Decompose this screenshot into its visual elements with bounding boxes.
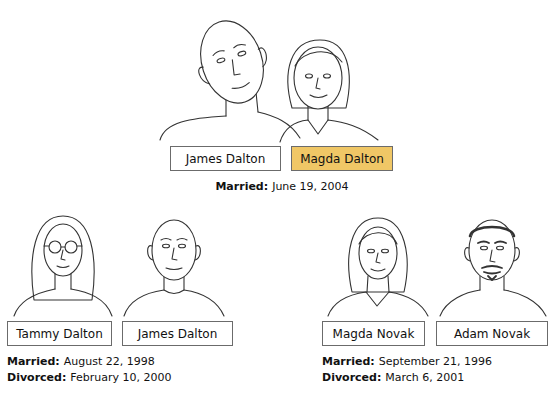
name-box: Magda Novak: [322, 321, 425, 346]
event-date: September 21, 1996: [379, 355, 492, 368]
name-box: James Dalton: [170, 146, 281, 171]
shoulder-line: [160, 116, 226, 140]
name-box: Magda Dalton: [291, 146, 393, 171]
head-sketch: [124, 220, 224, 316]
event-label: Divorced:: [7, 371, 66, 384]
name-box: Tammy Dalton: [7, 321, 112, 346]
person-name: Tammy Dalton: [16, 327, 103, 341]
head-sketch: [328, 218, 428, 316]
name-box: James Dalton: [122, 321, 233, 346]
date-line: Divorced: March 6, 2001: [322, 371, 464, 384]
event-date: June 19, 2004: [272, 180, 348, 193]
event-date: February 10, 2000: [70, 371, 171, 384]
event-label: Married:: [215, 180, 268, 193]
date-line: Married: September 21, 1996: [322, 355, 492, 368]
person-name: Magda Dalton: [300, 152, 384, 166]
person-name: James Dalton: [186, 152, 266, 166]
event-label: Divorced:: [322, 371, 381, 384]
head-sketch: [440, 220, 546, 316]
event-label: Married:: [7, 355, 60, 368]
date-line: Divorced: February 10, 2000: [7, 371, 172, 384]
head-sketch: [280, 40, 378, 142]
event-label: Married:: [322, 355, 375, 368]
head-sketch: [14, 216, 112, 316]
event-date: August 22, 1998: [64, 355, 155, 368]
person-name: James Dalton: [138, 327, 218, 341]
event-date: March 6, 2001: [385, 371, 464, 384]
shoulder-line: [258, 112, 300, 138]
name-box: Adam Novak: [436, 321, 548, 346]
head-sketch: [186, 11, 278, 112]
person-name: Magda Novak: [333, 327, 415, 341]
person-name: Adam Novak: [454, 327, 530, 341]
date-line: Married: August 22, 1998: [7, 355, 155, 368]
date-line: Married: June 19, 2004: [215, 180, 348, 193]
